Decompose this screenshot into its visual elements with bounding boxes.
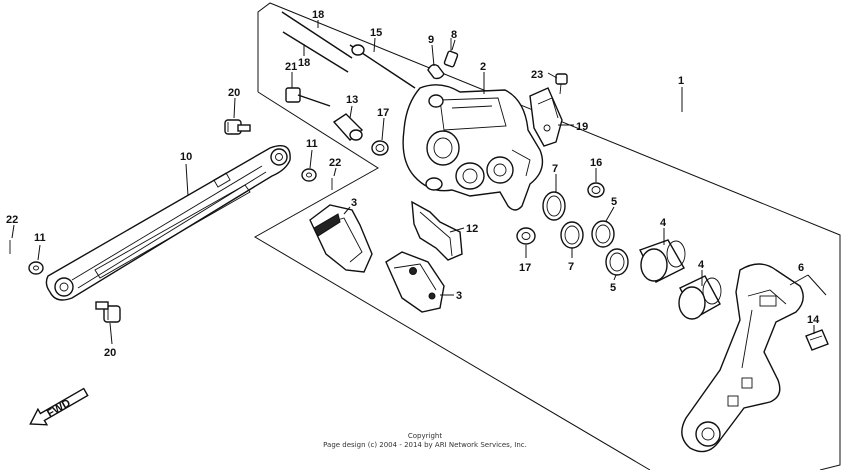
callout-21: 21 bbox=[285, 61, 297, 73]
callout-11-center: 11 bbox=[306, 138, 318, 150]
dust-seal-lower bbox=[605, 248, 629, 276]
callout-6: 6 bbox=[798, 262, 804, 274]
spring-bolt bbox=[555, 73, 568, 95]
callout-5-upper: 5 bbox=[611, 196, 617, 208]
torque-link-bolt-upper bbox=[224, 119, 251, 135]
boot-lower bbox=[516, 227, 536, 245]
pin-bolt bbox=[285, 87, 331, 107]
callout-22-left: 22 bbox=[6, 214, 18, 226]
boot-upper bbox=[371, 140, 389, 156]
brake-pad-inner bbox=[309, 204, 373, 273]
bleeder-valve bbox=[443, 38, 459, 68]
leader-lines bbox=[11, 20, 827, 345]
callout-20-upper: 20 bbox=[228, 87, 240, 99]
callout-18-lower: 18 bbox=[298, 57, 310, 69]
brake-pad-outer bbox=[385, 251, 445, 313]
callout-11-left: 11 bbox=[34, 232, 46, 244]
callout-18-upper: 18 bbox=[312, 9, 324, 21]
callout-17-upper: 17 bbox=[377, 107, 389, 119]
piston-lower bbox=[678, 275, 722, 320]
washer-left bbox=[28, 261, 44, 275]
washer-center bbox=[301, 168, 317, 182]
callout-3-upper: 3 bbox=[351, 197, 357, 209]
fwd-label: FWD bbox=[45, 397, 73, 420]
assembly-outline-lower bbox=[253, 91, 651, 470]
callout-4-upper: 4 bbox=[660, 217, 667, 229]
torque-link bbox=[45, 145, 291, 301]
main-slide-pin bbox=[349, 44, 416, 89]
sleeve bbox=[332, 113, 364, 141]
copyright-line-1: Copyright bbox=[408, 432, 442, 440]
bleeder-cap bbox=[427, 63, 445, 80]
callout-3-lower: 3 bbox=[456, 290, 462, 302]
callout-20-lower: 20 bbox=[104, 347, 116, 359]
fwd-arrow-icon: FWD bbox=[29, 387, 89, 426]
callout-13: 13 bbox=[346, 94, 358, 106]
piston-upper bbox=[639, 239, 686, 283]
callout-22-center: 22 bbox=[329, 157, 341, 169]
pad-retainer bbox=[411, 200, 463, 261]
callout-12: 12 bbox=[466, 223, 478, 235]
callout-2: 2 bbox=[480, 61, 486, 73]
torque-link-bolt-lower bbox=[95, 301, 121, 323]
callout-17-lower: 17 bbox=[519, 262, 531, 274]
bracket-clip bbox=[805, 329, 829, 351]
dust-seal-upper bbox=[591, 220, 615, 248]
boot-small bbox=[587, 182, 605, 198]
callout-1: 1 bbox=[678, 75, 684, 87]
callout-5-lower: 5 bbox=[610, 282, 616, 294]
copyright-line-2: Page design (c) 2004 - 2014 by ARI Netwo… bbox=[323, 441, 527, 449]
callout-9: 9 bbox=[428, 34, 434, 46]
callout-16: 16 bbox=[590, 157, 602, 169]
callout-7-upper: 7 bbox=[552, 163, 558, 175]
callout-15: 15 bbox=[370, 27, 382, 39]
callout-14: 14 bbox=[807, 314, 820, 326]
callout-23: 23 bbox=[531, 69, 543, 81]
caliper-body bbox=[402, 84, 544, 211]
pad-pins bbox=[281, 11, 353, 73]
callout-10: 10 bbox=[180, 151, 192, 163]
callout-8: 8 bbox=[451, 29, 457, 41]
caliper-bracket bbox=[681, 263, 804, 453]
callout-19: 19 bbox=[576, 121, 588, 133]
pad-spring bbox=[529, 87, 563, 147]
callout-7-lower: 7 bbox=[568, 261, 574, 273]
callout-4-lower: 4 bbox=[698, 259, 705, 271]
